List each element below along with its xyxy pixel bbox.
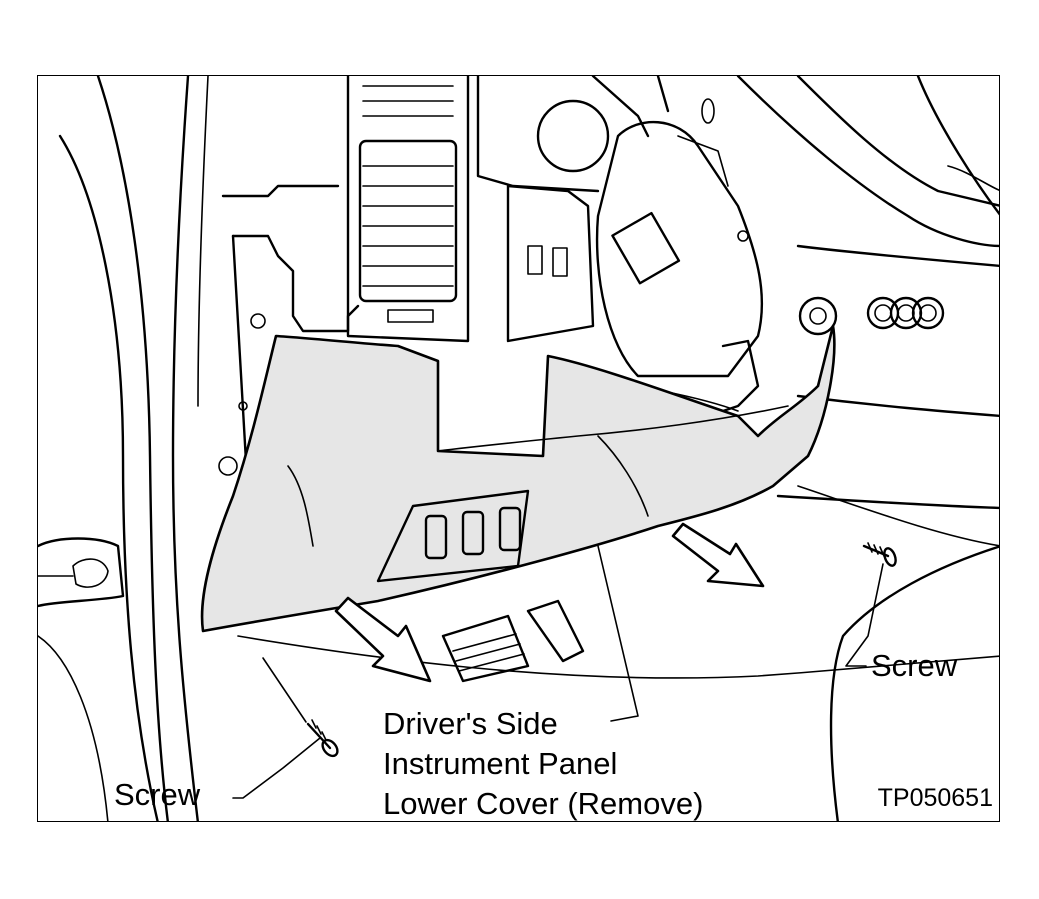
lower-cover [200,324,836,633]
screw-right-label: Screw [871,648,958,683]
seat [797,485,999,821]
lower-cover-label: Driver's Side Instrument Panel Lower Cov… [383,704,704,821]
switch-panel [506,98,715,343]
figure-id: TP050651 [877,784,993,812]
removal-arrows [334,522,765,683]
air-vent [346,76,470,343]
leader-lines [232,545,884,799]
lower-cover-label-line2: Instrument Panel [383,746,618,781]
lower-cover-shape [200,324,836,633]
arrow-right-down [671,522,765,588]
lower-cover-label-line1: Driver's Side [383,706,558,741]
line-art [38,76,999,821]
screw-left-label: Screw [114,777,201,812]
door-pillar [38,76,209,821]
screw-right-icon [862,542,897,567]
arrow-left-down [334,596,432,683]
pedals [237,599,999,683]
diagram-frame: Screw Screw Driver's Side Instrument Pan… [37,75,1000,822]
lower-cover-label-line3: Lower Cover (Remove) [383,786,704,821]
screw-left-icon [306,719,339,758]
